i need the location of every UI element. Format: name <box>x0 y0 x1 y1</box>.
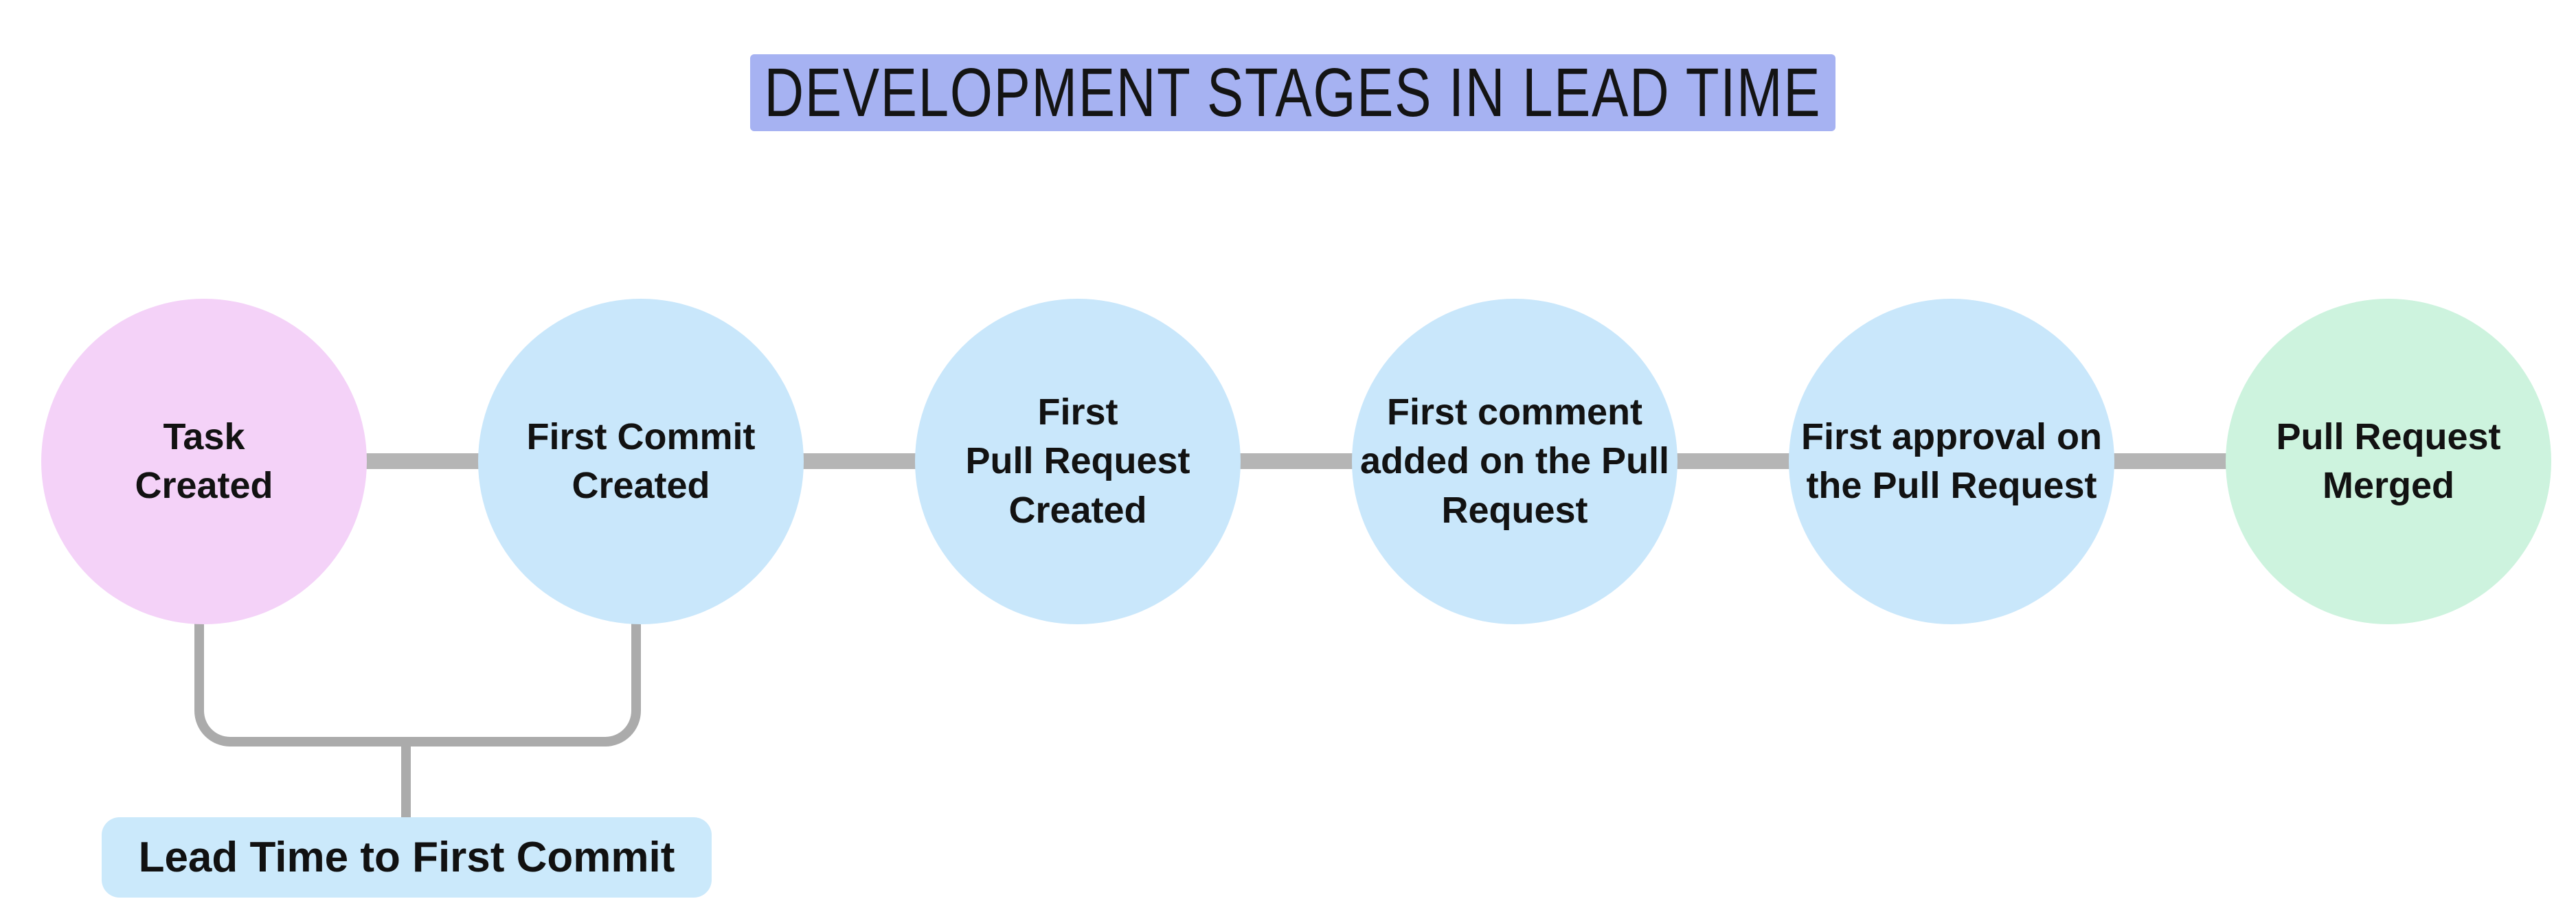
lead-time-annotation-label: Lead Time to First Commit <box>138 834 675 881</box>
stage-label: First Pull Request Created <box>965 391 1190 531</box>
stage-label: First comment added on the Pull Request <box>1359 391 1669 531</box>
stage-label: Pull Request Merged <box>2276 415 2501 506</box>
stage-node-pull-request-merged: Pull Request Merged <box>2226 299 2551 624</box>
diagram-title: DEVELOPMENT STAGES IN LEAD TIME <box>764 54 1822 131</box>
stage-label: First approval on the Pull Request <box>1800 415 2103 506</box>
diagram-title-banner: DEVELOPMENT STAGES IN LEAD TIME <box>750 54 1835 131</box>
stage-node-task-created: Task Created <box>41 299 367 624</box>
lead-time-annotation: Lead Time to First Commit <box>102 817 712 898</box>
stage-label: Task Created <box>135 415 273 506</box>
stage-node-first-commit-created: First Commit Created <box>478 299 804 624</box>
stage-node-first-pull-request-created: First Pull Request Created <box>915 299 1241 624</box>
stage-node-first-approval: First approval on the Pull Request <box>1789 299 2114 624</box>
stage-node-first-comment-added: First comment added on the Pull Request <box>1352 299 1677 624</box>
stage-label: First Commit Created <box>526 415 756 506</box>
lead-time-bracket <box>194 622 641 747</box>
lead-time-bracket-stem <box>401 738 411 819</box>
